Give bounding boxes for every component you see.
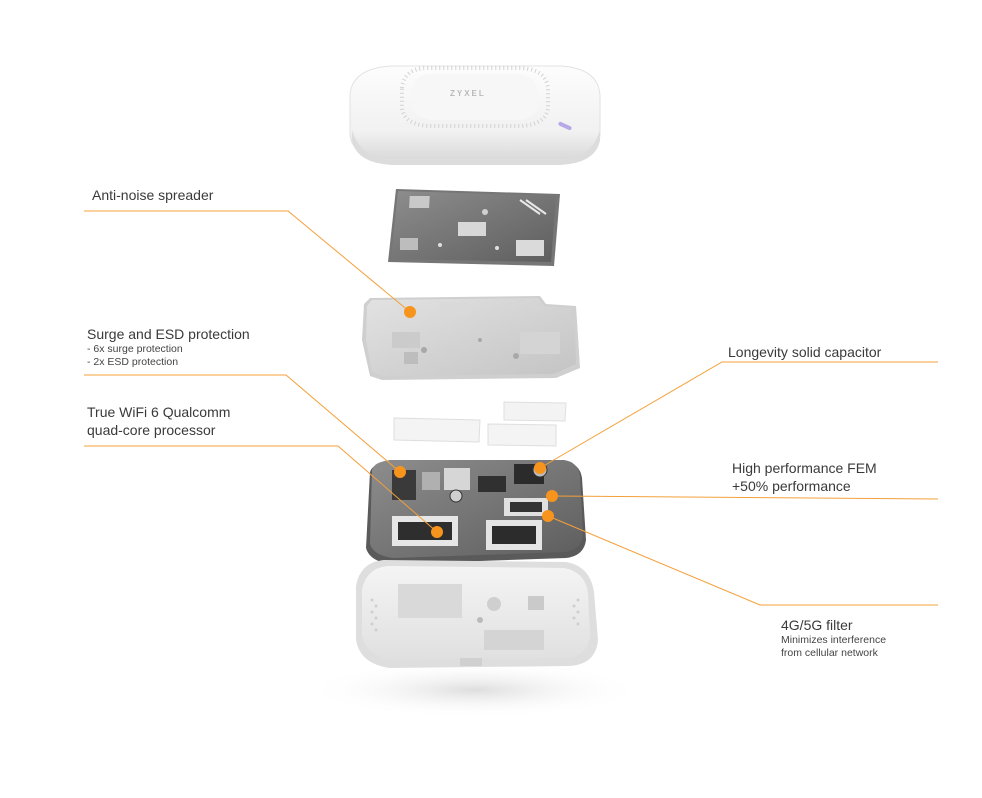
antenna-board: [388, 189, 560, 266]
callout-wifi6-title-line-2: quad-core processor: [87, 422, 216, 438]
callout-surge-esd-title: Surge and ESD protection: [87, 326, 250, 342]
marker-solid-capacitor: [534, 462, 546, 474]
callout-solid-capacitor-title: Longevity solid capacitor: [728, 344, 882, 360]
callout-filter-detail-1: Minimizes interference: [781, 634, 887, 646]
callout-anti-noise: Anti-noise spreader: [92, 186, 213, 204]
marker-filter: [542, 510, 554, 522]
bottom-base: [356, 560, 598, 668]
callout-filter: 4G/5G filter Minimizes interference from…: [781, 616, 886, 660]
callout-filter-detail-2: from cellular network: [781, 647, 878, 659]
leader-anti-noise: [84, 210, 411, 313]
base-shadow: [305, 662, 645, 718]
callout-wifi6-title-line-1: True WiFi 6 Qualcomm: [87, 404, 231, 420]
metal-spreader: [362, 296, 580, 380]
callout-markers: [394, 306, 558, 538]
marker-surge-esd: [394, 466, 406, 478]
leader-wifi6-processor: [84, 445, 438, 533]
leader-fem: [551, 495, 939, 500]
callout-fem-title-line-2: +50% performance: [732, 478, 851, 494]
leader-filter: [547, 515, 938, 606]
leader-lines: [84, 210, 939, 606]
callout-filter-title: 4G/5G filter: [781, 617, 853, 633]
leader-surge-esd: [84, 374, 401, 473]
thermal-pads: [393, 401, 567, 447]
top-lid: ZYXEL: [349, 65, 601, 165]
leader-solid-capacitor: [539, 361, 938, 469]
marker-wifi6-processor: [431, 526, 443, 538]
callout-anti-noise-title: Anti-noise spreader: [92, 187, 214, 203]
callout-solid-capacitor: Longevity solid capacitor: [728, 343, 881, 361]
marker-fem: [546, 490, 558, 502]
callout-surge-esd-detail-1: - 6x surge protection: [87, 343, 183, 355]
callout-wifi6-processor: True WiFi 6 Qualcomm quad-core processor: [87, 403, 230, 439]
marker-anti-noise: [404, 306, 416, 318]
callout-fem: High performance FEM +50% performance: [732, 459, 877, 495]
callout-fem-title-line-1: High performance FEM: [732, 460, 877, 476]
lid-logo-text: ZYXEL: [450, 89, 486, 98]
callout-surge-esd: Surge and ESD protection - 6x surge prot…: [87, 325, 250, 369]
main-pcb: [366, 460, 586, 564]
callout-surge-esd-detail-2: - 2x ESD protection: [87, 356, 179, 368]
status-led: [558, 121, 572, 131]
